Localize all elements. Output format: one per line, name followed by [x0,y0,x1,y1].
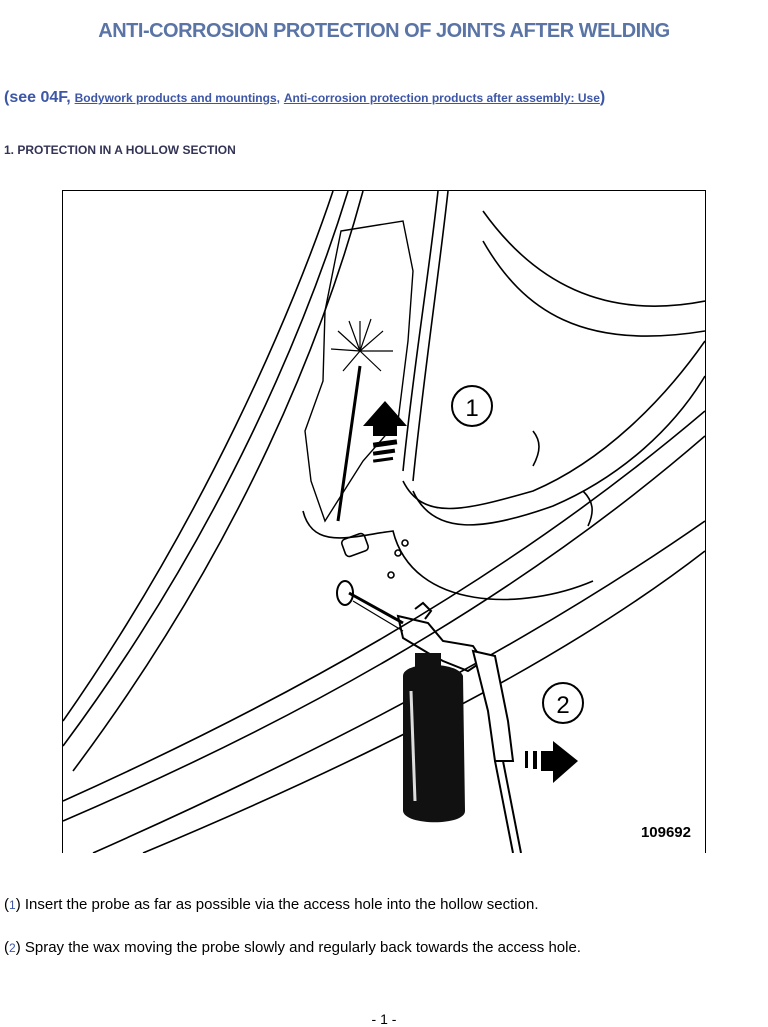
section-heading: 1. PROTECTION IN A HOLLOW SECTION [4,143,236,157]
right-arrow-icon [525,741,578,783]
step-text: Insert the probe as far as possible via … [20,896,539,913]
spray-gun-head [396,614,485,673]
reference-prefix: (see 04F, [4,89,71,106]
sill-line [63,410,705,802]
wax-canister [403,653,465,823]
step-close-paren: ) [15,896,21,913]
figure-number: 109692 [640,824,691,841]
callout-1: 1 [451,385,493,427]
probe-inside [336,365,362,522]
air-hose [494,760,514,853]
up-arrow-icon [363,401,407,463]
cutaway-panel [304,220,414,523]
step-number: 1 [9,898,16,912]
spray-burst [330,318,393,372]
step-item: (1) Insert the probe as far as possible … [4,896,538,913]
technical-illustration: 1 2 109692 [62,190,706,853]
access-hole [340,532,370,558]
reference-link-bodywork[interactable]: Bodywork products and mountings, [74,91,280,105]
pillar-edge-line [63,191,334,722]
reference-suffix: ) [599,89,606,106]
svg-text:2: 2 [556,692,569,719]
page-number: - 1 - [371,1011,397,1027]
step-number: 2 [9,941,16,955]
step-open-paren: ( [4,896,9,913]
step-item: (2) Spray the wax moving the probe slowl… [4,939,581,956]
spray-gun-handle [471,649,515,762]
probe-nozzle [336,580,354,606]
reference-link-anticorrosion[interactable]: Anti-corrosion protection products after… [283,91,600,105]
step-close-paren: ) [15,939,21,956]
probe-tube [348,591,404,625]
illustration-drawing: 1 2 [63,191,705,853]
step-open-paren: ( [4,939,9,956]
step-text: Spray the wax moving the probe slowly an… [20,939,581,956]
reference-line: (see 04F, Bodywork products and mounting… [4,89,605,107]
callout-2: 2 [542,682,584,724]
page-title: ANTI-CORROSION PROTECTION OF JOINTS AFTE… [98,20,670,42]
svg-text:1: 1 [465,395,478,422]
